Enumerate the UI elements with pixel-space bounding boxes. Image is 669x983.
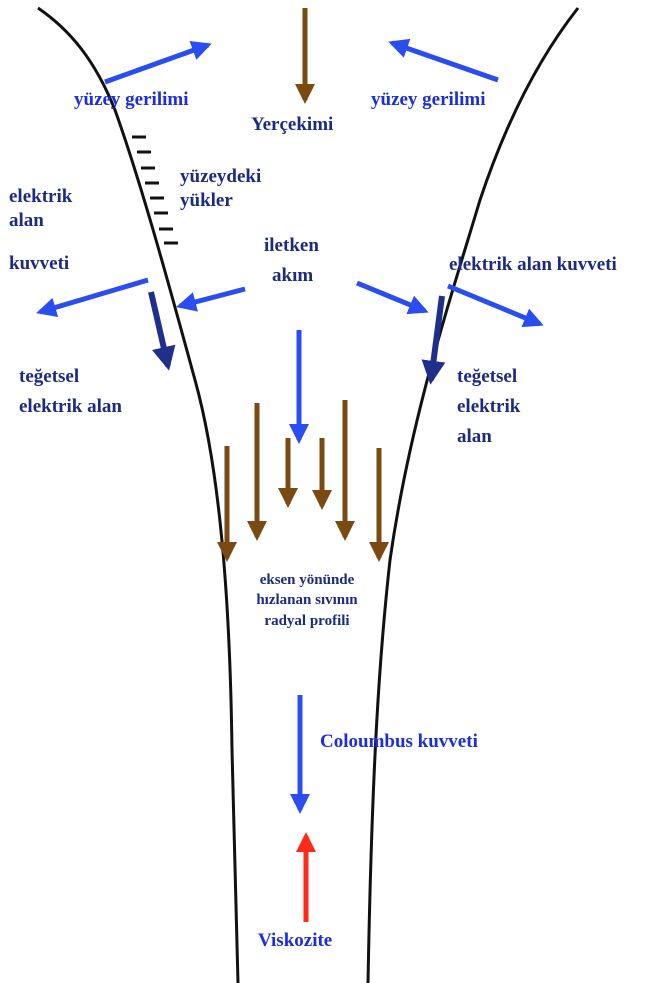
coulomb-label: Coloumbus kuvveti xyxy=(320,731,478,754)
tangential-right-label-line2: elektrik xyxy=(457,396,520,419)
tangential-left-arrow xyxy=(151,292,168,366)
tangential-right-label-line3: alan xyxy=(457,426,492,449)
conduction-left-arrow xyxy=(180,289,245,306)
surface-tension-right-arrow xyxy=(392,43,498,80)
efield-force-right-arrow xyxy=(448,286,540,324)
cone-left-wall xyxy=(38,8,238,983)
surface-tension-right-label: yüzey gerilimi xyxy=(371,89,486,112)
radial-profile-label: eksen yönünde hızlanan sıvının radyal pr… xyxy=(234,570,380,631)
efield-force-left-label-line1: elektrik xyxy=(9,186,72,209)
surface-charge-ticks xyxy=(132,137,178,243)
cone-right-wall xyxy=(368,8,578,983)
tangential-right-label-line1: teğetsel xyxy=(457,366,517,389)
tangential-left-label-line2: elektrik alan xyxy=(19,396,122,419)
tangential-left-label-line1: teğetsel xyxy=(19,366,79,389)
radial-profile-label-line1: eksen yönünde xyxy=(234,570,380,590)
efield-force-left-label-line3: kuvveti xyxy=(9,253,69,276)
surface-tension-left-label: yüzey gerilimi xyxy=(74,89,189,112)
efield-force-left-label-line2: alan xyxy=(9,210,44,233)
conduction-current-label-line1: iletken xyxy=(264,235,319,258)
radial-profile-label-line2: hızlanan sıvının xyxy=(234,590,380,610)
surface-charges-label-line2: yükler xyxy=(180,190,233,213)
viscosity-label: Viskozite xyxy=(258,930,332,953)
surface-tension-left-arrow xyxy=(105,45,208,82)
surface-charges-label-line1: yüzeydeki xyxy=(180,166,261,189)
conduction-right-arrow xyxy=(357,283,425,311)
efield-force-left-arrow xyxy=(40,280,148,312)
radial-profile-label-line3: radyal profili xyxy=(234,611,380,631)
gravity-label: Yerçekimi xyxy=(251,114,333,137)
radial-profile-arrows xyxy=(227,400,379,558)
efield-force-right-label: elektrik alan kuvveti xyxy=(449,254,617,277)
conduction-current-label-line2: akım xyxy=(272,265,313,288)
